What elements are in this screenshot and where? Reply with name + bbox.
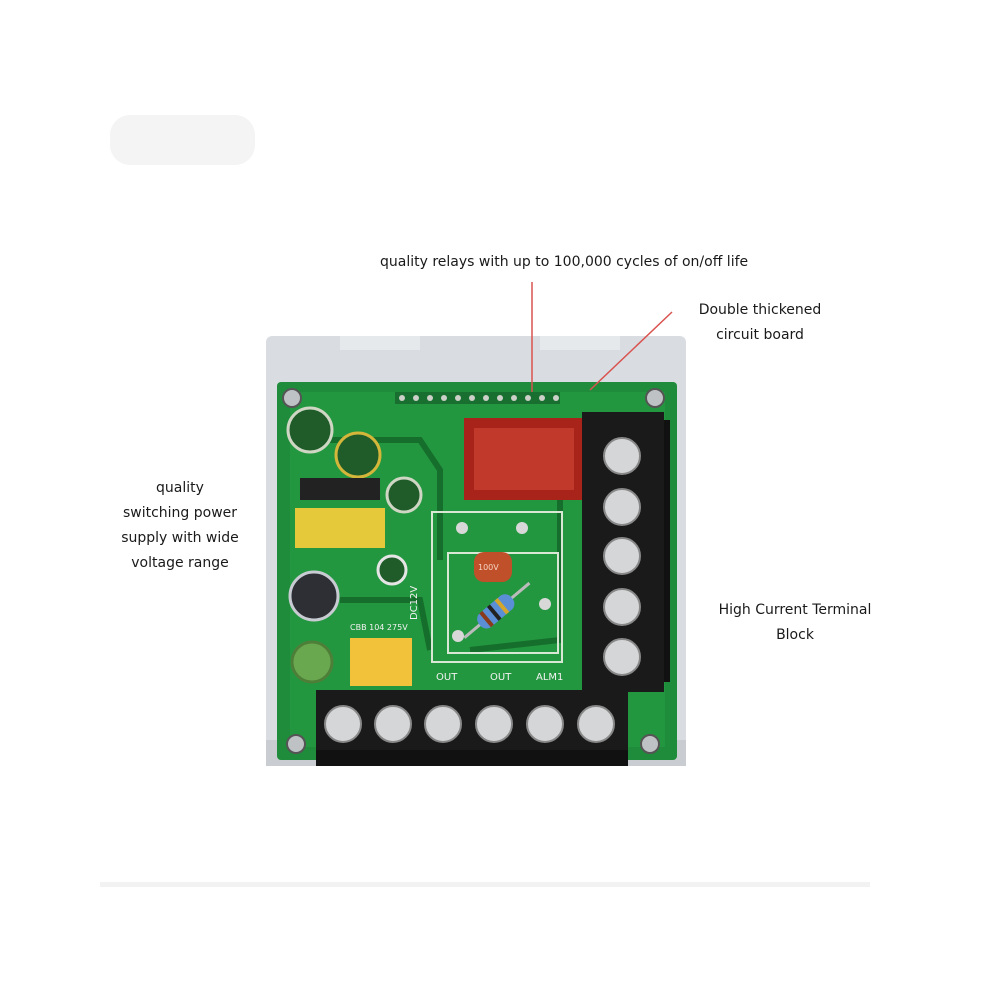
terminal-block-annotation: High Current Terminal Block: [700, 598, 890, 648]
power-supply-annotation-line-4: voltage range: [131, 555, 229, 571]
disk-capacitor: [474, 552, 512, 582]
relay: [464, 418, 584, 500]
capacitors: [286, 406, 423, 622]
power-supply-annotation-line-2: switching power: [122, 505, 238, 521]
via: [516, 522, 528, 534]
terminal-block-annotation-line-1: High Current Terminal: [718, 602, 872, 618]
board-leader-line: [589, 311, 673, 391]
power-supply-annotation-line-3: supply with wide: [121, 530, 239, 546]
terminal-marking-alm1: ALM1: [536, 672, 563, 683]
faded-watermark: [110, 115, 255, 165]
terminal-marking-out-2: OUT: [490, 672, 512, 683]
power-supply-annotation-line-1: quality: [156, 480, 204, 496]
screw: [640, 734, 660, 754]
power-supply-annotation: quality switching power supply with wide…: [105, 476, 255, 576]
circuit-board-annotation-line-2: circuit board: [716, 327, 804, 343]
dc-label: DC12V: [409, 586, 420, 620]
film-capacitor-label: CBB 104 275V: [350, 623, 408, 632]
via: [456, 522, 468, 534]
circuit-board-annotation: Double thickened circuit board: [690, 298, 830, 348]
screw: [286, 734, 306, 754]
right-terminal-block: [582, 412, 670, 692]
inductor: [290, 640, 334, 684]
resistor: [463, 581, 531, 639]
screw: [645, 388, 665, 408]
header-pins: [395, 392, 560, 404]
via: [452, 630, 464, 642]
via: [539, 598, 551, 610]
bottom-terminal-block: [316, 690, 628, 766]
film-capacitor: [350, 638, 412, 686]
relay-annotation: quality relays with up to 100,000 cycles…: [380, 250, 770, 275]
terminal-marking-out-1: OUT: [436, 672, 458, 683]
circuit-board-annotation-line-1: Double thickened: [698, 302, 822, 318]
screw: [282, 388, 302, 408]
transformer: [295, 478, 385, 548]
terminal-block-annotation-line-2: Block: [776, 627, 814, 643]
bottom-shadow-line: [100, 882, 870, 887]
disk-capacitor-label: 100V: [478, 563, 499, 572]
relay-annotation-text: quality relays with up to 100,000 cycles…: [380, 254, 749, 270]
